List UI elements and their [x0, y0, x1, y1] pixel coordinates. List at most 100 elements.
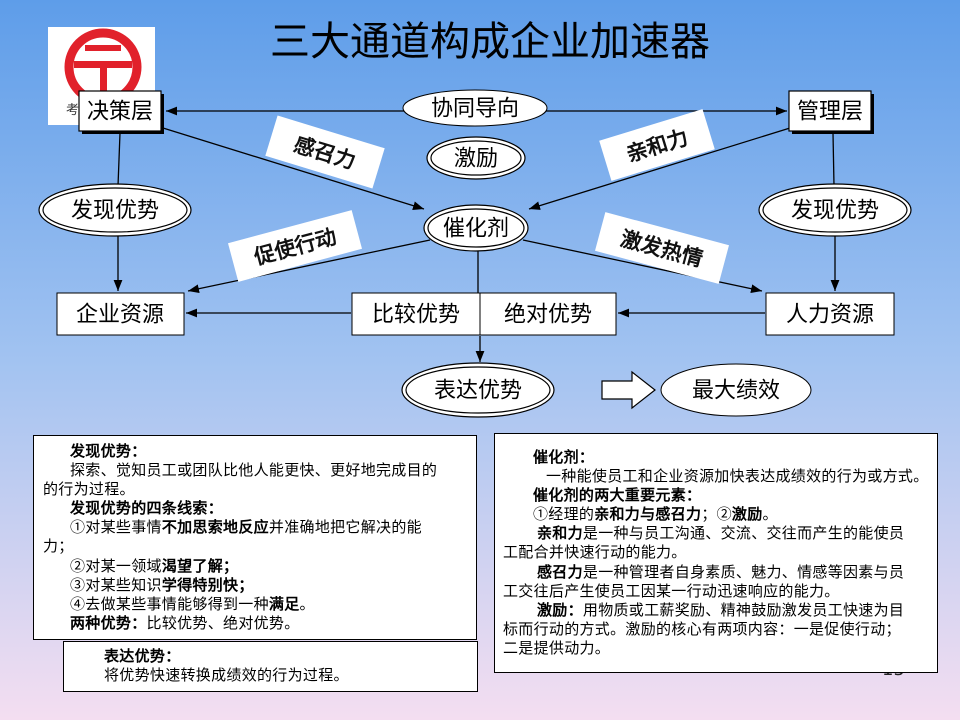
note-line: 催化剂的两大重要元素：	[495, 486, 937, 505]
label-affinity: 亲和力	[599, 109, 715, 181]
node-ellipse	[405, 366, 551, 414]
note-emphasis: 学得特别快；	[161, 575, 254, 594]
node-motivation: 激励	[426, 136, 526, 180]
node-ellipse	[660, 363, 812, 417]
connectors	[113, 106, 840, 362]
page-title: 三大通道构成企业加速器	[270, 19, 710, 65]
node-label: 人力资源	[786, 303, 874, 328]
label-prompt-action: 促使行动	[228, 210, 362, 282]
note-text: 是一种与员工沟通、交流、交往而产生的能使员	[582, 524, 905, 543]
note-line: 表达优势：	[64, 647, 477, 666]
node-label: 最大绩效	[692, 379, 780, 404]
note-line: 催化剂：	[495, 448, 937, 467]
note-line: 工配合并快速行动的能力。	[495, 543, 937, 562]
note-line: ①对某些事情不加思索地反应并准确地把它解决的能	[34, 518, 476, 537]
note-line: 激励：用物质或工薪奖励、精神鼓励激发员工快速为目	[495, 601, 937, 620]
note-text: 比较优势、绝对优势。	[146, 613, 300, 632]
note-heading: 表达优势：	[104, 647, 181, 665]
label-box	[228, 210, 362, 282]
node-label: 激励	[454, 147, 498, 172]
arrow-decision-to-catalyst	[162, 127, 425, 210]
note-line: 发现优势的四条线索：	[34, 499, 476, 518]
node-discover-advantage-left: 发现优势	[38, 183, 192, 237]
note-line: 一种能使员工和企业资源加快表达成绩效的行为或方式。	[495, 467, 937, 486]
logo-caption: 考	[66, 103, 79, 118]
note-text: ②对某一领域	[70, 556, 162, 575]
note-emphasis: 激励	[731, 505, 763, 524]
note-text: 是一种管理者自身素质、魅力、情感等因素与员	[582, 562, 905, 581]
note-emphasis: 亲和力	[537, 524, 583, 543]
node-human-resources: 人力资源	[765, 292, 895, 336]
note-emphasis: 亲和力与感召力	[594, 505, 702, 524]
node-label: 协同导向	[431, 97, 519, 122]
label-box	[265, 115, 385, 189]
note-line: 标而行动的方式。激励的核心有两项内容：一是促使行动；	[495, 620, 937, 639]
node-box	[788, 90, 872, 132]
note-text: 。	[762, 505, 778, 524]
note-text: 。	[299, 594, 315, 613]
note-line: 两种优势：比较优势、绝对优势。	[34, 614, 476, 633]
note-emphasis: 两种优势：	[70, 613, 147, 632]
arrow-catalyst-to-enterprise	[187, 239, 431, 294]
node-discover-advantage-right: 发现优势	[758, 183, 912, 237]
logo-top-bar	[85, 45, 121, 51]
node-catalyst: 催化剂	[423, 204, 529, 252]
note-text: ③对某些知识	[70, 575, 162, 594]
node-box	[56, 292, 185, 336]
node-box	[765, 292, 895, 336]
express-advantage-note: 表达优势： 将优势快速转换成绩效的行为过程。	[63, 641, 478, 692]
arrow-catalyst-to-human	[522, 239, 763, 294]
node-synergy-orientation: 协同导向	[402, 89, 548, 127]
note-text: 一种能使员工和企业资源加快表达成绩效的行为或方式。	[546, 467, 929, 486]
note-line: ①经理的亲和力与感召力；②激励。	[495, 505, 937, 524]
label-box	[599, 109, 715, 181]
node-label: 绝对优势	[504, 303, 592, 328]
node-enterprise-resources: 企业资源	[56, 292, 185, 336]
note-line: 感召力是一种管理者自身素质、魅力、情感等因素与员	[495, 563, 937, 582]
label-box	[595, 212, 729, 284]
note-line: 力；	[34, 537, 476, 556]
logo-stem	[100, 61, 107, 93]
note-line: ②对某一领域渴望了解；	[34, 557, 476, 576]
note-line: 发现优势：	[34, 442, 476, 461]
discover-advantage-note: 发现优势： 探索、觉知员工或团队比他人能更快、更好地完成目的 的行为过程。 发现…	[33, 435, 477, 640]
note-text: ①经理的	[533, 505, 595, 524]
node-label: 发现优势	[791, 199, 879, 224]
note-text: 并准确地把它解决的能	[268, 518, 422, 537]
note-text: 将优势快速转换成绩效的行为过程。	[104, 666, 349, 685]
node-express-advantage: 表达优势	[401, 362, 555, 418]
catalyst-note: 催化剂： 一种能使员工和企业资源加快表达成绩效的行为或方式。 催化剂的两大重要元…	[494, 433, 938, 673]
note-text: 二是提供动力。	[503, 638, 611, 657]
node-label: 催化剂	[443, 217, 509, 242]
node-ellipse	[430, 140, 522, 176]
note-text: 工交往后产生使员工因某一行动迅速响应的能力。	[503, 581, 840, 600]
note-text: ；②	[701, 505, 732, 524]
note-text: 的行为过程。	[43, 480, 135, 499]
note-text: 探索、觉知员工或团队比他人能更快、更好地完成目的	[70, 461, 438, 480]
node-label: 发现优势	[71, 199, 159, 224]
node-label: 管理层	[797, 100, 863, 125]
note-emphasis: 渴望了解；	[161, 556, 239, 575]
note-heading: 催化剂：	[533, 448, 595, 466]
note-text: ①对某些事情	[70, 518, 162, 537]
node-box	[479, 292, 617, 336]
block-arrow-right	[601, 370, 656, 410]
line-management-to-discover-right	[832, 132, 835, 187]
note-emphasis: 满足	[268, 594, 300, 613]
node-ellipse	[42, 187, 188, 233]
node-comparative-advantage: 比较优势	[351, 292, 481, 336]
note-line: 的行为过程。	[34, 480, 476, 499]
note-subheading: 催化剂的两大重要元素：	[533, 486, 702, 505]
note-line: 工交往后产生使员工因某一行动迅速响应的能力。	[495, 582, 937, 601]
label-charisma: 感召力	[265, 115, 385, 189]
node-decision-layer: 决策层	[78, 90, 164, 134]
note-line: 二是提供动力。	[495, 639, 937, 658]
label-inspire-passion: 激发热情	[595, 212, 729, 284]
note-text: 力；	[43, 537, 74, 556]
note-line: 探索、觉知员工或团队比他人能更快、更好地完成目的	[34, 461, 476, 480]
note-text: 标而行动的方式。激励的核心有两项内容：一是促使行动；	[503, 619, 901, 638]
note-emphasis: 感召力	[537, 562, 583, 581]
node-label: 表达优势	[434, 379, 522, 404]
